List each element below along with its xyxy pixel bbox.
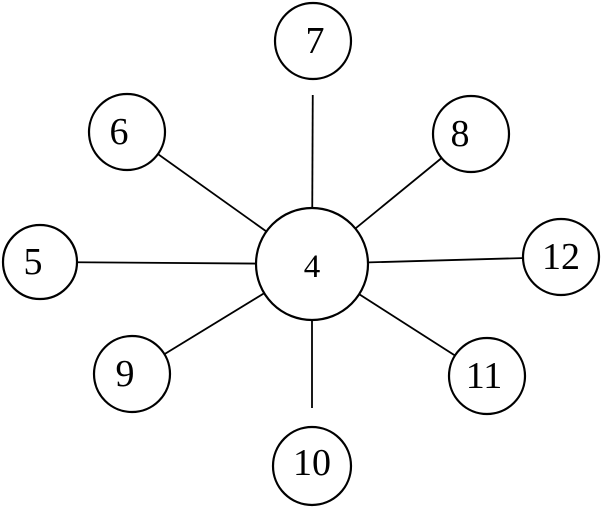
- node-label-6: 6: [110, 111, 129, 153]
- node-label-9: 9: [116, 353, 135, 395]
- graph-node-6: [87, 92, 167, 172]
- graph-node-9: [92, 334, 172, 414]
- graph-node-8: [431, 94, 511, 174]
- node-label-5: 5: [24, 241, 43, 283]
- node-label-8: 8: [451, 113, 470, 155]
- graph-node-7: [273, 1, 353, 81]
- node-label-12: 12: [542, 236, 580, 278]
- labels-layer: 4 5 6 7 8 9 10 11 12: [24, 20, 581, 484]
- node-label-4: 4: [304, 249, 321, 285]
- graph-node-12: [521, 217, 601, 297]
- graph-node-4: [254, 206, 370, 322]
- node-label-7: 7: [306, 20, 325, 62]
- graph-node-11: [447, 336, 527, 416]
- graph-node-10: [271, 425, 353, 507]
- node-label-11: 11: [466, 355, 503, 397]
- graph-node-5: [1, 223, 79, 301]
- node-label-10: 10: [293, 442, 331, 484]
